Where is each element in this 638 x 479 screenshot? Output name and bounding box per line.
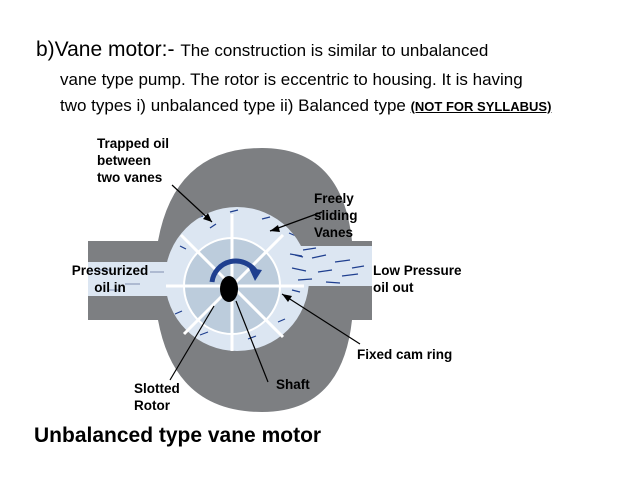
label-pressurized-line-1: Pressurized [71,263,149,278]
section-heading: b)Vane motor:- [36,38,181,61]
paragraph-line-1-text: The construction is similar to unbalance… [180,41,489,60]
inlet-streaks [98,269,164,291]
leader-arrowheads [203,213,292,302]
paragraph-line-2: vane type pump. The rotor is eccentric t… [60,70,523,89]
label-trapped-oil: Trapped oil between two vanes [97,135,169,186]
label-slotted-line-1: Slotted [134,381,180,396]
label-slotted-rotor: Slotted Rotor [134,380,180,414]
paragraph-line-3-text: two types i) unbalanced type ii) Balance… [60,96,411,115]
paragraph-line-3: two types i) unbalanced type ii) Balance… [60,96,551,116]
label-freely-line-3: Vanes [314,225,354,240]
label-pressurized-line-2: oil in [94,280,126,295]
label-low-pressure-oil-out: Low Pressure oil out [373,262,462,296]
direction-arrowhead [249,268,262,281]
label-trapped-oil-line-2: between [97,153,152,168]
shaft [220,276,238,302]
label-low-pressure-line-1: Low Pressure [373,263,462,278]
syllabus-note: (NOT FOR SYLLABUS) [410,99,552,114]
direction-arrow [209,258,259,283]
label-freely-sliding-vanes: Freely sliding Vanes [314,190,358,241]
label-trapped-oil-line-3: two vanes [97,170,163,185]
label-low-pressure-line-2: oil out [373,280,414,295]
outlet-streaks [289,247,365,284]
paragraph-line-1: b)Vane motor:- The construction is simil… [36,38,488,62]
label-fixed-cam-ring: Fixed cam ring [357,347,453,362]
label-trapped-oil-line-1: Trapped oil [97,136,170,151]
label-shaft: Shaft [276,377,310,392]
label-slotted-line-2: Rotor [134,398,170,413]
label-pressurized-oil-in: Pressurized oil in [62,262,158,296]
figure-caption: Unbalanced type vane motor [34,424,322,447]
label-freely-line-1: Freely [314,191,354,206]
label-freely-line-2: sliding [314,208,358,223]
